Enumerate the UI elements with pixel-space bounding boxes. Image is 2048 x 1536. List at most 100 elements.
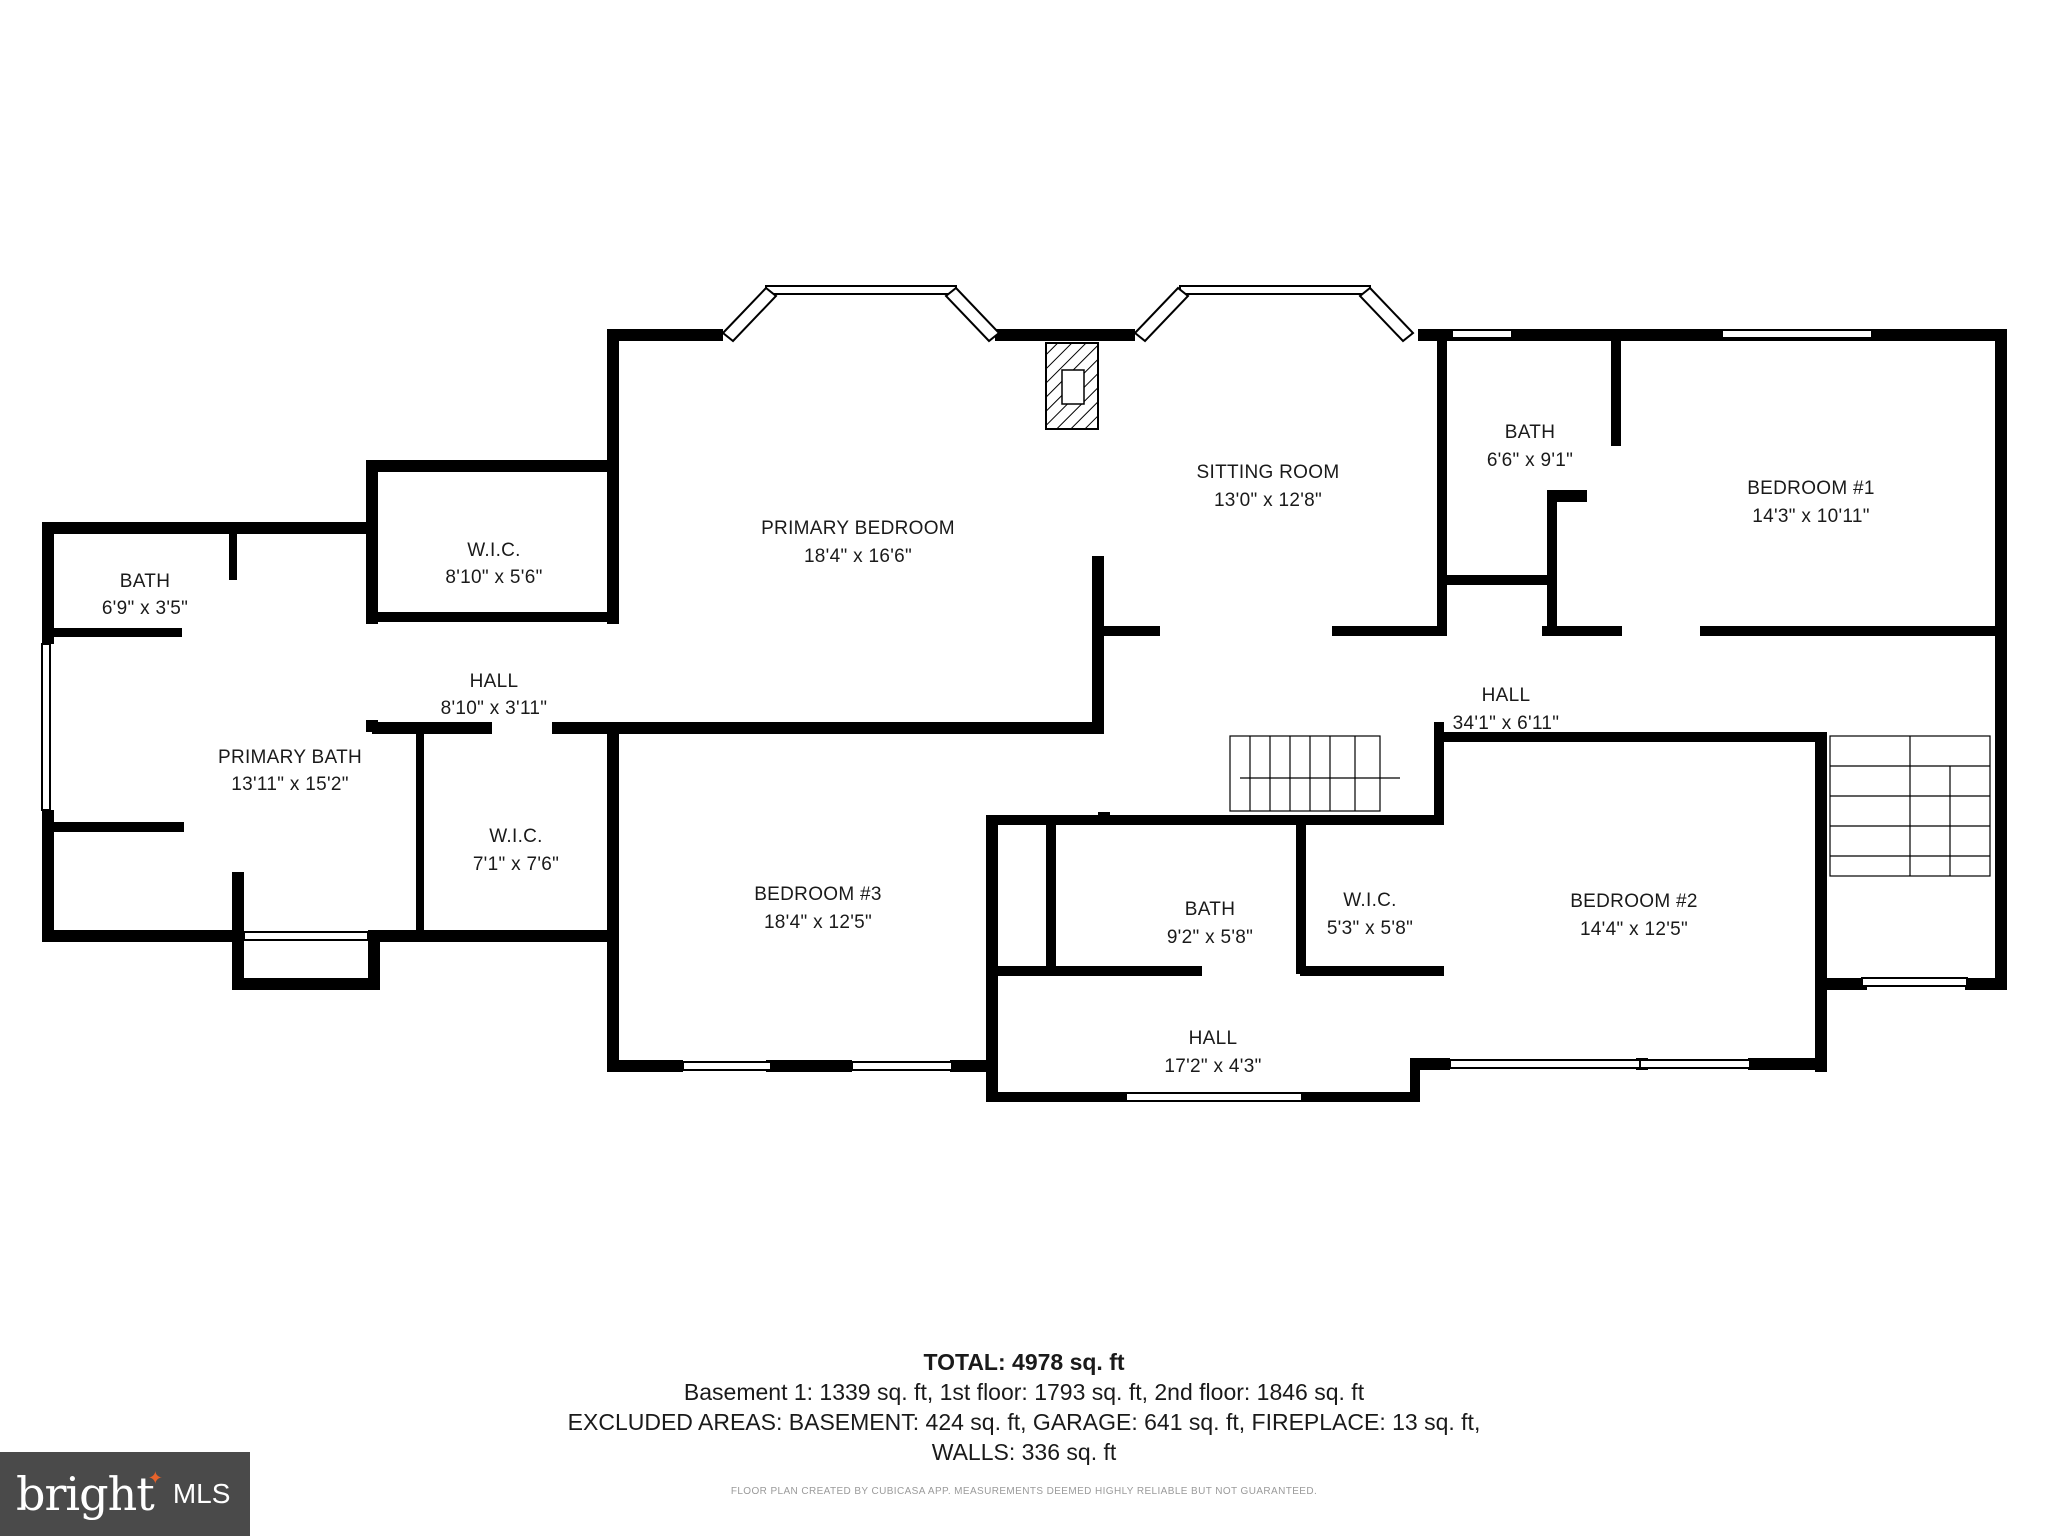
wall: [1995, 329, 2007, 990]
window: [243, 931, 369, 941]
room-name-wic-center: W.I.C.: [1343, 890, 1397, 911]
wall: [1092, 626, 1160, 636]
stairs: [1229, 735, 1991, 877]
wall: [1748, 1058, 1827, 1070]
window: [1451, 329, 1513, 339]
room-dims-bath-upper-right: 6'6" x 9'1": [1487, 450, 1573, 471]
room-name-wic-top: W.I.C.: [467, 540, 521, 561]
room-name-bedroom-1: BEDROOM #1: [1747, 478, 1875, 499]
wall: [1532, 732, 1827, 742]
wall: [1300, 966, 1444, 976]
room-name-bath-center: BATH: [1185, 899, 1235, 920]
wall: [1827, 978, 1867, 990]
wall: [1434, 722, 1444, 822]
wall: [368, 930, 380, 990]
wall: [607, 1060, 683, 1072]
wall: [1437, 336, 1447, 636]
wall: [1410, 1058, 1420, 1100]
wall: [950, 1060, 986, 1072]
room-dims-wic-center: 5'3" x 5'8": [1327, 918, 1413, 939]
bright-mls-logo: bright ✦ MLS: [0, 1452, 250, 1536]
wall: [42, 930, 244, 942]
fireplace: [1045, 342, 1099, 430]
wall: [1410, 1058, 1450, 1070]
room-name-primary-bedroom: PRIMARY BEDROOM: [761, 518, 955, 539]
window: [1125, 1092, 1303, 1102]
walls: [42, 329, 2007, 1102]
wall: [1437, 575, 1547, 585]
room-dims-bath-left: 6'9" x 3'5": [102, 598, 188, 619]
room-dims-bedroom-3: 18'4" x 12'5": [764, 912, 872, 933]
wall: [1611, 336, 1621, 446]
wall: [416, 732, 424, 932]
wall: [1547, 490, 1557, 636]
room-dims-hall-main: 34'1" x 6'11": [1453, 713, 1560, 734]
wall: [1332, 626, 1444, 636]
window: [851, 1061, 953, 1071]
room-name-primary-bath: PRIMARY BATH: [218, 747, 362, 768]
wall: [607, 722, 619, 1072]
total-label: TOTAL:: [923, 1349, 1006, 1375]
room-dims-hall-small: 8'10" x 3'11": [441, 698, 548, 719]
wall: [229, 530, 237, 580]
wall: [54, 822, 184, 832]
total-value: 4978 sq. ft: [1012, 1349, 1125, 1375]
disclaimer-text: FLOOR PLAN CREATED BY CUBICASA APP. MEAS…: [730, 1486, 1318, 1497]
wall: [1815, 978, 1827, 990]
wall: [1046, 822, 1056, 974]
wall: [366, 612, 616, 622]
wall: [1542, 626, 1622, 636]
wall: [42, 522, 54, 644]
window: [1358, 286, 1415, 343]
room-name-hall-main: HALL: [1482, 685, 1531, 706]
wall: [607, 329, 723, 341]
wall: [607, 329, 619, 460]
wall: [1296, 822, 1306, 974]
window: [765, 285, 957, 295]
window: [1449, 1059, 1651, 1069]
wall: [232, 872, 244, 990]
wall: [1434, 732, 1554, 742]
room-name-hall-small: HALL: [470, 671, 519, 692]
room-name-bedroom-2: BEDROOM #2: [1570, 891, 1698, 912]
room-name-wic-left: W.I.C.: [489, 826, 543, 847]
room-dims-hall-bottom: 17'2" x 4'3": [1164, 1056, 1261, 1077]
room-labels: PRIMARY BEDROOM 18'4" x 16'6" SITTING RO…: [102, 422, 1875, 1077]
wall: [1815, 732, 1827, 1072]
window: [721, 286, 778, 343]
wall: [366, 460, 378, 624]
room-dims-wic-left: 7'1" x 7'6": [473, 854, 559, 875]
room-dims-primary-bath: 13'11" x 15'2": [231, 774, 349, 795]
wall: [1965, 978, 2007, 990]
room-dims-bedroom-2: 14'4" x 12'5": [1580, 919, 1688, 940]
wall: [368, 930, 618, 942]
area-summary: TOTAL: 4978 sq. ft Basement 1: 1339 sq. …: [0, 1347, 2048, 1467]
room-dims-bath-center: 9'2" x 5'8": [1167, 927, 1253, 948]
wall: [992, 966, 1202, 976]
windows: [41, 285, 1968, 1102]
wall: [1547, 490, 1587, 502]
room-name-bath-left: BATH: [120, 571, 170, 592]
window: [682, 1061, 772, 1071]
wall: [372, 722, 492, 734]
wall: [986, 1092, 1126, 1102]
logo-word: bright: [16, 1467, 155, 1521]
room-dims-sitting-room: 13'0" x 12'8": [1214, 490, 1322, 511]
room-dims-wic-top: 8'10" x 5'6": [445, 567, 542, 588]
window: [1179, 285, 1371, 295]
wall: [766, 1060, 852, 1072]
window: [41, 643, 51, 811]
wall: [607, 460, 619, 624]
wall: [1700, 626, 2000, 636]
logo-suffix: MLS: [172, 1478, 231, 1509]
total-line: TOTAL: 4978 sq. ft: [0, 1347, 2048, 1377]
room-name-sitting-room: SITTING ROOM: [1197, 462, 1340, 483]
room-dims-primary-bedroom: 18'4" x 16'6": [804, 546, 912, 567]
wall: [986, 815, 998, 1102]
wall: [232, 978, 380, 990]
window: [944, 286, 1001, 343]
wall: [1302, 1092, 1420, 1102]
wall: [995, 329, 1135, 341]
wall: [42, 810, 54, 942]
wall: [1092, 556, 1104, 734]
